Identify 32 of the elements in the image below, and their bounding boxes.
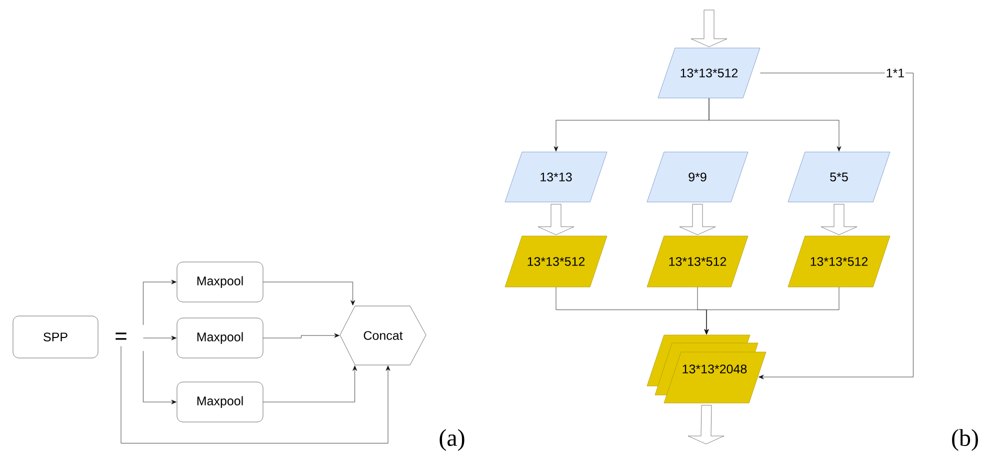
data-parallelogram: 13*13 [504, 152, 608, 202]
panel-label: (b) [952, 429, 978, 451]
arrow [143, 336, 176, 340]
data-parallelogram: 13*13*512 [646, 236, 748, 288]
block-arrow [688, 405, 724, 444]
arrow [263, 282, 356, 306]
data-parallelogram: 9*9 [646, 152, 748, 202]
edge-label: 1*1 [884, 68, 906, 78]
hexagon-node: Concat [340, 306, 426, 366]
arrow [263, 333, 340, 338]
arrow [758, 72, 914, 380]
equals-sign: = [116, 332, 126, 340]
arrow [143, 350, 176, 404]
data-parallelogram: 13*13*512 [788, 236, 890, 288]
arrow [120, 346, 390, 444]
arrow [263, 366, 358, 402]
arrow [708, 98, 842, 152]
block-arrow [690, 10, 728, 47]
panel-label: (a) [440, 429, 464, 451]
data-parallelogram: 13*13*512 [504, 236, 608, 288]
block-arrow [538, 204, 574, 235]
process-box: Maxpool [176, 318, 264, 358]
process-box: Maxpool [176, 262, 264, 302]
block-arrow [820, 204, 858, 235]
data-parallelogram: 13*13*512 [658, 48, 760, 98]
process-box: SPP [12, 316, 98, 358]
block-arrow [679, 204, 716, 235]
stacked-parallelograms: 13*13*2048 [646, 334, 766, 404]
arrow [143, 280, 176, 326]
arrow [704, 287, 840, 334]
data-parallelogram: 5*5 [788, 152, 890, 202]
process-box: Maxpool [176, 382, 264, 422]
